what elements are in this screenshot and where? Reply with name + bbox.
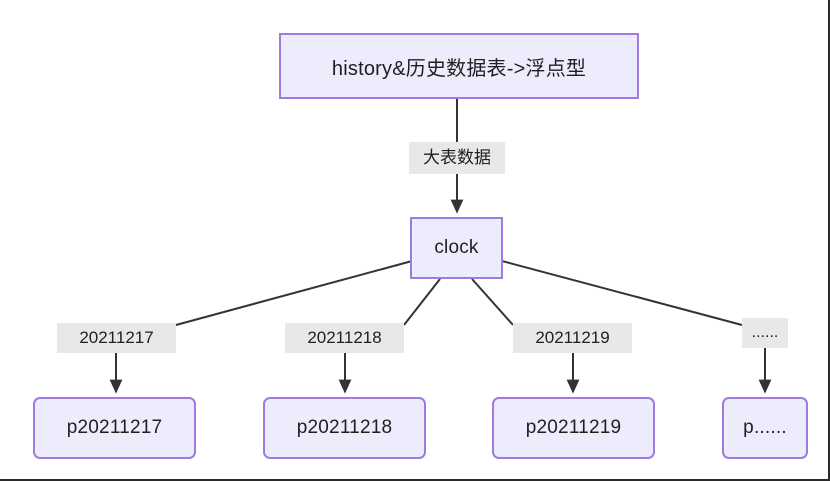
node-p20211218[interactable]: p20211218 [263, 397, 426, 459]
node-history-table[interactable]: history&历史数据表->浮点型 [279, 33, 639, 99]
edge-label-20211217: 20211217 [57, 323, 176, 353]
node-p20211217[interactable]: p20211217 [33, 397, 196, 459]
edge-label-big-table-data: 大表数据 [409, 142, 505, 174]
edge-label-20211219: 20211219 [513, 323, 632, 353]
node-clock[interactable]: clock [410, 217, 503, 279]
page-frame-right-rule [828, 0, 830, 481]
node-p20211219[interactable]: p20211219 [492, 397, 655, 459]
node-p-ellipsis[interactable]: p...... [722, 397, 808, 459]
edge-label-20211218: 20211218 [285, 323, 404, 353]
edge-clock-to-20211218 [403, 278, 441, 326]
edge-clock-to-ellipsis [501, 260, 743, 326]
edge-clock-to-20211219 [471, 278, 514, 326]
page-frame-bottom-rule [0, 479, 830, 481]
edge-clock-to-20211217 [175, 260, 413, 326]
edge-label-ellipsis: ...... [742, 318, 788, 348]
